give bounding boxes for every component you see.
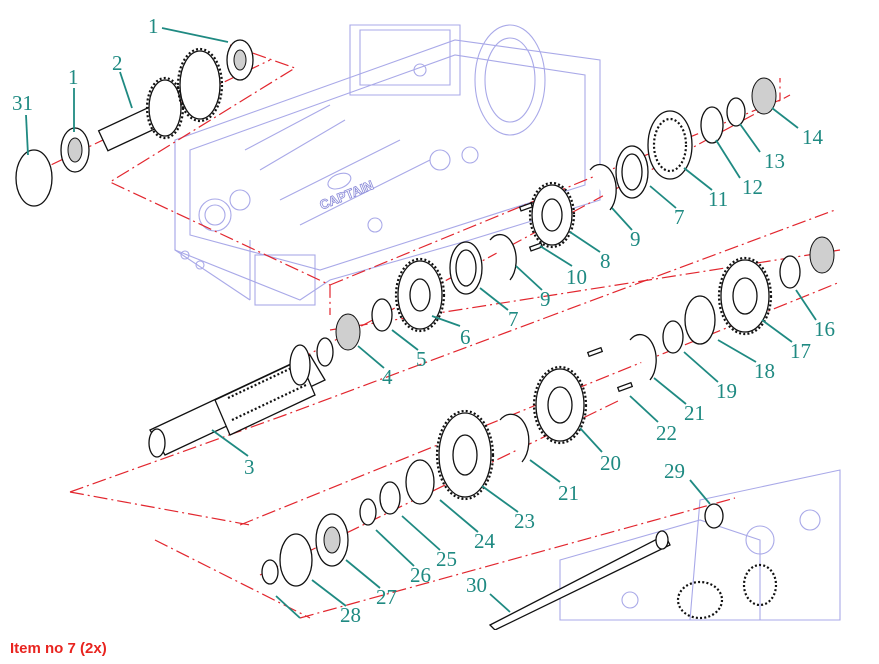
ring-16: [779, 255, 801, 289]
callout-label: 9: [630, 227, 641, 251]
circlip-31: [15, 149, 53, 207]
circlip-28: [279, 533, 313, 587]
item-caption: Item no 7 (2x): [10, 640, 107, 657]
callout-label: 31: [12, 91, 33, 115]
callout-label: 12: [742, 175, 763, 199]
ring-5: [371, 298, 393, 332]
callout-label: 10: [566, 265, 587, 289]
callout-label: 30: [466, 573, 487, 597]
ring-25: [379, 481, 401, 515]
callout-label: 7: [674, 205, 685, 229]
ring-12: [700, 106, 724, 144]
snap-ring-21-lower: [499, 413, 530, 463]
callout-label: 1: [148, 14, 159, 38]
exploded-parts-diagram: CAPTAIN: [12, 14, 841, 630]
callout-label: 9: [540, 287, 551, 311]
callout-label: 26: [410, 563, 431, 587]
bush-29: [704, 503, 724, 529]
needle-bearing-4: [335, 313, 361, 351]
callout-label: 7: [508, 307, 519, 331]
callout-label: 23: [514, 509, 535, 533]
captain-logo-text: CAPTAIN: [317, 177, 375, 212]
callout-label: 21: [684, 401, 705, 425]
callout-label: 20: [600, 451, 621, 475]
captain-logo: CAPTAIN: [317, 172, 376, 213]
snap-ring-9-upper: [589, 163, 617, 211]
callout-label: 13: [764, 149, 785, 173]
callout-label: 21: [558, 481, 579, 505]
lower-axis-parts: [261, 236, 835, 587]
callout-label: 28: [340, 603, 361, 627]
synchro-ring-18: [684, 295, 716, 345]
shaft-30: [488, 534, 671, 630]
callout-labels: 1 31 1 2 14 13 12 11 7 9 8 10 9 7 6 5 4 …: [12, 14, 835, 627]
callout-label: 18: [754, 359, 775, 383]
callout-leaders: [25, 27, 817, 619]
needle-bearing-14: [751, 77, 777, 115]
callout-label: 4: [382, 365, 393, 389]
callout-label: 6: [460, 325, 471, 349]
callout-label: 19: [716, 379, 737, 403]
snap-ring-9-lower: [489, 233, 517, 281]
callout-label: 25: [436, 547, 457, 571]
callout-label: 14: [802, 125, 824, 149]
snap-ring-21-upper: [629, 333, 657, 381]
input-shaft-group: [15, 39, 254, 207]
needle-bearing-15: [809, 236, 835, 274]
callout-label: 5: [416, 347, 427, 371]
ring-19: [662, 320, 684, 354]
callout-label: 17: [790, 339, 811, 363]
thrust-washer-24: [405, 459, 435, 505]
upper-axis-parts: [335, 77, 777, 351]
callout-label: 11: [708, 187, 728, 211]
callout-label: 2: [112, 51, 123, 75]
callout-label: 16: [814, 317, 835, 341]
callout-label: 27: [376, 585, 397, 609]
callout-label: 29: [664, 459, 685, 483]
callout-label: 8: [600, 249, 611, 273]
callout-label: 1: [68, 65, 79, 89]
circlip-26: [359, 498, 377, 526]
callout-label: 24: [474, 529, 496, 553]
callout-label: 3: [244, 455, 255, 479]
snap-ring-28: [261, 559, 279, 585]
main-shaft-3: [148, 337, 334, 458]
callout-label: 22: [656, 421, 677, 445]
pto-shaft-group: [488, 503, 778, 630]
circlip-13: [726, 97, 746, 127]
